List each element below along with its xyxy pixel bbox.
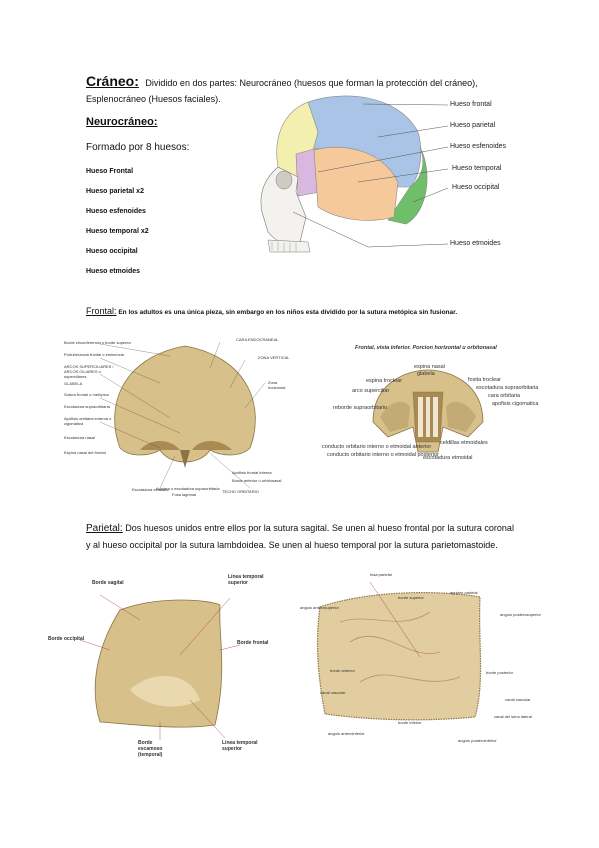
frontal-fig1-label: Fosa lagrimal [172, 492, 197, 497]
frontal-fig1-label: Escotadura supraorbitaria [64, 404, 110, 409]
craneo-text: Dividido en dos partes: Neurocráneo (hue… [86, 78, 478, 104]
frontal-fig1-label: Borde anterior u orbitonasal [232, 478, 282, 483]
parietal-text: Dos huesos unidos entre ellos por la sut… [86, 523, 514, 550]
list-item: Hueso parietal x2 [86, 188, 144, 195]
frontal-fig1-label: Protuberancia frontal o eminencia [64, 352, 124, 357]
frontal-fig2-label: fosita troclear [468, 377, 502, 383]
skull-label-frontal: Hueso frontal [450, 101, 492, 108]
frontal-fig1-label: Zona horizontal [268, 380, 286, 390]
craneo-heading: Cráneo: [86, 73, 139, 89]
list-item: Hueso occipital [86, 248, 138, 255]
parietal-fig1-label: Línea temporal superior [228, 574, 264, 586]
parietal-fig1-label: Borde frontal [237, 640, 269, 646]
frontal-paragraph: Frontal: En los adultos es una única pie… [86, 306, 506, 318]
parietal-fig2-label: angulo anterosuperior [300, 605, 339, 610]
skull-label-etmoides: Hueso etmoides [450, 240, 501, 247]
frontal-fig2-label: apofisis cigomatica [492, 401, 539, 407]
frontal-fig2-label: espina nasal [414, 364, 445, 370]
parietal-fig1-label: Borde escamoso (temporal) [138, 740, 163, 758]
frontal-fig1-label: ARCOS SUPERCILIARES / ARCOS CILIARES o s… [64, 364, 114, 379]
parietal-fig2-label: borde inferior [398, 720, 422, 725]
parietal-fig2-label: angulo posterosuperior [500, 612, 541, 617]
neurocraneo-subtitle: Formado por 8 huesos: [86, 142, 190, 153]
frontal-fig1-label: ZONA VERTICAL [258, 355, 290, 360]
frontal-fig2-label: conducto orbitario interno o etmoidal po… [327, 452, 439, 458]
parietal-internal-figure [316, 582, 482, 721]
parietal-external-figure [80, 594, 240, 740]
list-item: Hueso temporal x2 [86, 228, 149, 235]
frontal-anterior-figure [100, 341, 266, 489]
skull-label-occipital: Hueso occipital [452, 184, 500, 191]
parietal-fig2-label: canal del seno lateral [494, 714, 532, 719]
frontal-fig2-label: arco superciliar [352, 388, 390, 394]
parietal-fig2-label: canal vascular [505, 697, 531, 702]
list-item: Hueso etmoides [86, 268, 141, 275]
intro-paragraph: Cráneo: Dividido en dos partes: Neurocrá… [86, 73, 506, 107]
frontal-fig1-label: Escotadura nasal [64, 435, 95, 440]
frontal-fig1-label: Apófisis orbitaria externa o cigomática [64, 416, 112, 426]
frontal-fig1-label: Sutura frontal o metópica [64, 392, 109, 397]
frontal-fig1-label: GLABELA [64, 381, 83, 386]
frontal-fig2-label: cara orbitaria [488, 393, 521, 399]
frontal-heading: Frontal: [86, 306, 117, 316]
parietal-fig2-label: fosa parietal [370, 572, 392, 577]
frontal-fig1-label: Espina nasal del frontal [64, 450, 106, 455]
bone-list: Hueso Frontal Hueso parietal x2 Hueso es… [86, 162, 149, 282]
skull-label-esfenoides: Hueso esfenoides [450, 143, 507, 150]
frontal-text: En los adultos es una única pieza, sin e… [118, 309, 458, 316]
frontal-fig2-label: conducto orbitario interno o etmoidal an… [322, 444, 432, 450]
parietal-heading: Parietal: [86, 523, 123, 534]
frontal-fig2-label: escotadura supraorbitaria [476, 385, 539, 391]
parietal-fig1-label: Línea temporal superior [222, 740, 258, 752]
frontal-fig1-label: Agujero o escotadura supraorbitaria [156, 486, 220, 491]
parietal-fig2-label: borde superior [398, 595, 424, 600]
skull-label-parietal: Hueso parietal [450, 122, 496, 129]
frontal-fig1-label: CARA ENDOCRANEAL [236, 337, 279, 342]
list-item: Hueso esfenoides [86, 208, 146, 215]
frontal-fig2-label: reborde supraorbitario [333, 405, 388, 411]
parietal-fig2-label: canal vascular [320, 690, 346, 695]
list-item: Hueso Frontal [86, 168, 134, 175]
parietal-fig2-label: borde posterior [486, 670, 513, 675]
skull-illustration [260, 95, 448, 253]
parietal-fig2-label: angulo anteroinferior [328, 731, 365, 736]
frontal-fig2-title: Frontal, vista inferior. Porcion horizon… [355, 345, 497, 351]
frontal-fig1-label: Borde circunferencia o borde superior [64, 340, 131, 345]
frontal-fig2-label: espina troclear [366, 378, 403, 384]
parietal-paragraph: Parietal: Dos huesos unidos entre ellos … [86, 520, 516, 553]
skull-label-temporal: Hueso temporal [452, 165, 502, 172]
parietal-fig1-label: Borde sagital [92, 580, 124, 586]
parietal-fig2-label: angulo posteroinferior [458, 738, 497, 743]
frontal-fig1-label: Apófisis frontal interna [232, 470, 272, 475]
frontal-fig2-label: celdillas etmoidales [440, 440, 488, 446]
frontal-fig2-label: glabela [417, 371, 435, 377]
parietal-fig2-label: borde anterior [330, 668, 355, 673]
frontal-fig2-label: escotadura etmoidal [423, 455, 473, 461]
parietal-fig2-label: agujero parietal [450, 590, 478, 595]
frontal-fig1-label: TECHO ORBITARIO [222, 489, 259, 494]
parietal-fig1-label: Borde occipital [48, 636, 85, 642]
frontal-inferior-figure [372, 369, 484, 453]
neurocraneo-heading: Neurocráneo: [86, 116, 158, 128]
frontal-fig1-label: Escotadura etmoidal [132, 487, 169, 492]
